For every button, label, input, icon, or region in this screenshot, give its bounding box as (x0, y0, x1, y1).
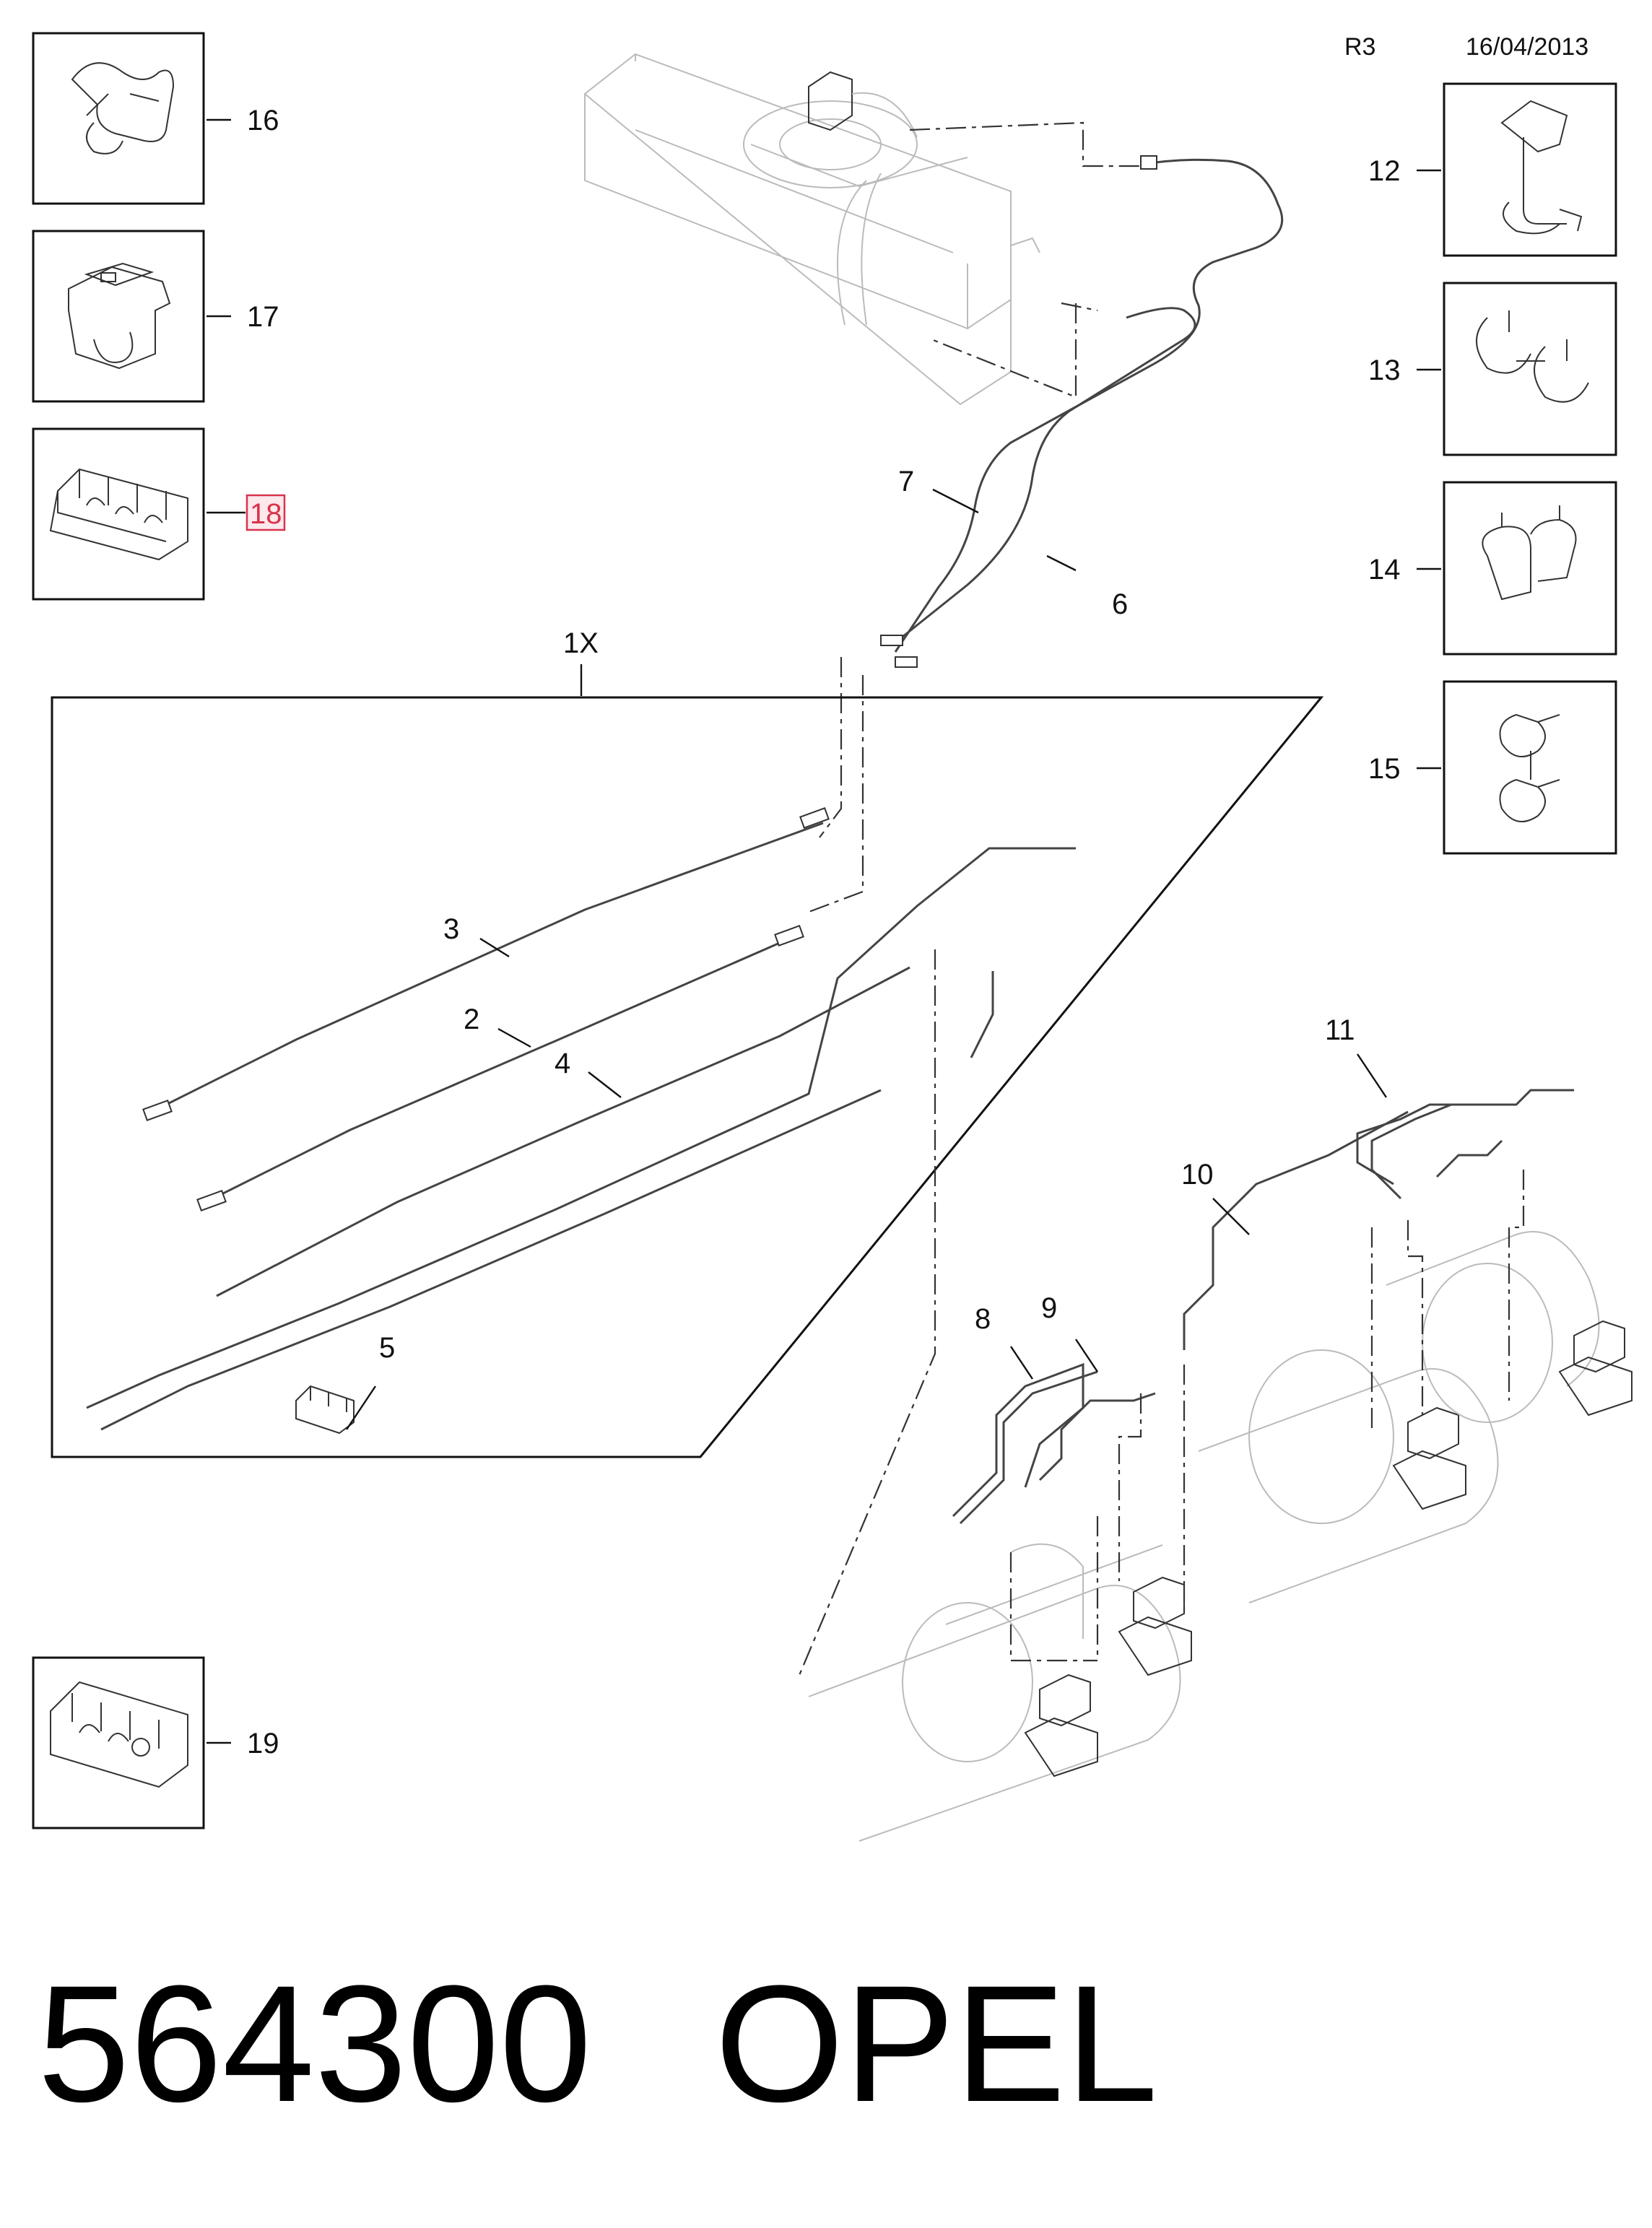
cylinder-right-2 (1386, 1231, 1633, 1423)
callout-18: 18 (250, 498, 282, 530)
callout-2: 2 (464, 1004, 479, 1035)
callout-10: 10 (1181, 1159, 1214, 1191)
thumb-clip-14[interactable]: 14 (1368, 481, 1617, 656)
callout-4: 4 (555, 1048, 570, 1079)
brand-name: OPEL (715, 1951, 1158, 2136)
revision-label: R3 (1344, 33, 1375, 61)
assembly-1x: 1X 3 2 4 (51, 627, 1324, 1458)
callout-5: 5 (379, 1332, 395, 1364)
callout-17: 17 (247, 301, 279, 333)
assembly-label: 1X (563, 627, 599, 659)
thumb-clip-18[interactable]: 18 (32, 427, 286, 601)
clip-5[interactable]: 5 (295, 1332, 395, 1435)
pipe-8[interactable]: 8 (952, 1303, 1098, 1525)
callout-14: 14 (1368, 554, 1401, 586)
thumb-clip-12[interactable]: 12 (1368, 82, 1617, 257)
fuel-tank (583, 53, 1040, 406)
thumb-clip-13[interactable]: 13 (1368, 282, 1617, 456)
pipe-11[interactable]: 11 (1325, 1014, 1574, 1200)
callout-15: 15 (1368, 753, 1401, 785)
thumb-clip-19[interactable]: 19 (32, 1656, 279, 1829)
pipe-4[interactable]: 4 (86, 847, 1076, 1431)
pipe-10[interactable]: 10 (1181, 1110, 1409, 1350)
pipe-2[interactable]: 2 (196, 925, 804, 1211)
thumb-clip-16[interactable]: 16 (32, 32, 279, 205)
thumb-clip-17[interactable]: 17 (32, 230, 279, 403)
pipe-6[interactable]: 6 (895, 307, 1196, 644)
callout-6: 6 (1112, 588, 1128, 620)
cylinder-middle (945, 1544, 1192, 1676)
cylinder-left (808, 1543, 1181, 1842)
callout-11: 11 (1325, 1014, 1355, 1046)
callout-12: 12 (1368, 155, 1401, 187)
callout-9: 9 (1041, 1292, 1057, 1324)
callout-16: 16 (247, 105, 279, 136)
callout-13: 13 (1368, 354, 1401, 386)
pipe-9[interactable]: 9 (1038, 1292, 1156, 1481)
highlight-box (245, 494, 286, 531)
date-label: 16/04/2013 (1466, 33, 1588, 61)
part-number: 564300 (38, 1951, 592, 2136)
callout-19: 19 (247, 1728, 279, 1759)
pipe-7[interactable]: 7 (894, 158, 1284, 653)
thumb-clip-15[interactable]: 15 (1368, 680, 1617, 855)
pipe-3[interactable]: 3 (142, 807, 830, 1121)
callout-3: 3 (443, 913, 459, 945)
callout-8: 8 (975, 1303, 991, 1335)
callout-7: 7 (898, 466, 914, 497)
cylinder-right-1 (1198, 1349, 1499, 1603)
